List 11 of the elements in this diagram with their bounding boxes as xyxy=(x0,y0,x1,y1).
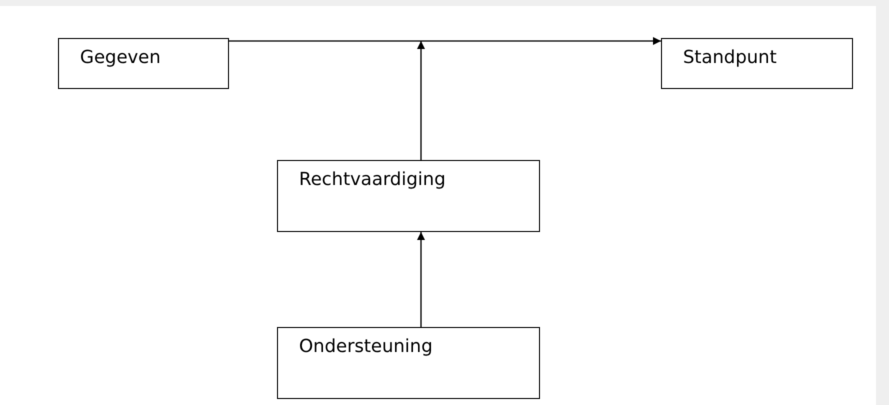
text-box xyxy=(277,327,540,399)
box-label: Standpunt xyxy=(683,47,777,68)
text-box xyxy=(58,38,229,89)
text-box xyxy=(277,160,540,232)
box-label: Rechtvaardiging xyxy=(299,169,446,190)
box-label: Gegeven xyxy=(80,47,161,68)
box-label: Ondersteuning xyxy=(299,336,433,357)
arrow xyxy=(229,37,661,45)
arrow xyxy=(417,41,425,160)
arrow xyxy=(417,232,425,327)
text-box xyxy=(661,38,853,89)
